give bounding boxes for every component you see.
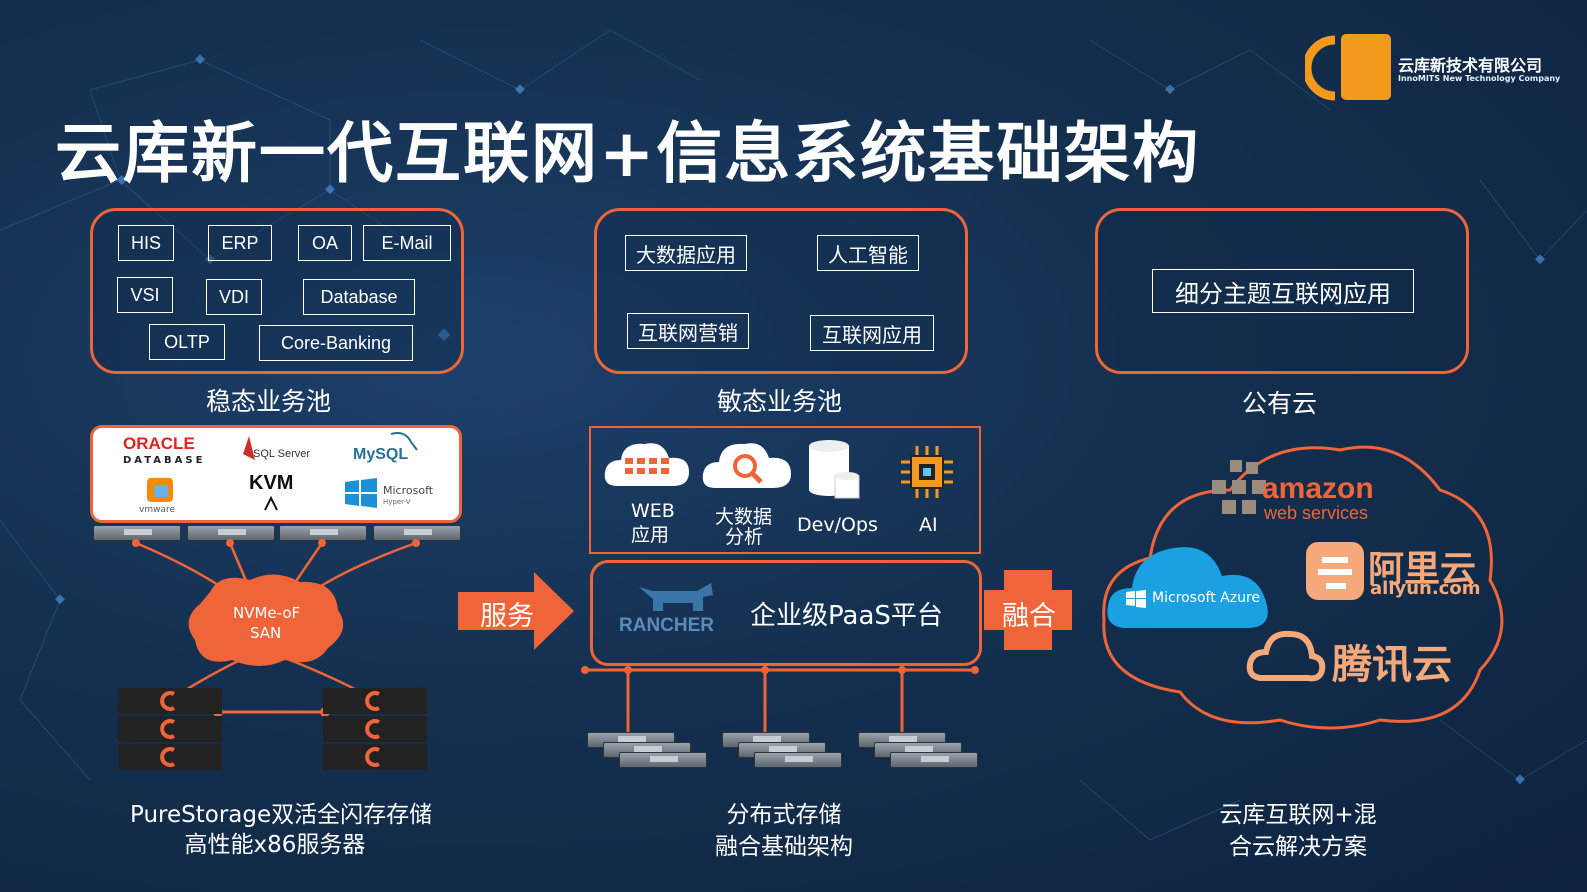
agile-bottom-line2: 融合基础架构 (715, 834, 853, 860)
tag-erp: ERP (208, 225, 272, 261)
merge-label: 融合 (1002, 601, 1056, 632)
san-cloud-shape (188, 574, 344, 666)
tencent-logo: 腾讯云 (1332, 642, 1452, 688)
sqlserver-icon (243, 436, 255, 460)
tag-oa: OA (298, 225, 352, 261)
aliyun-logo-en: aliyun.com (1370, 578, 1481, 599)
public-cloud-box: 细分主题互联网应用 (1095, 208, 1469, 374)
kvm-penguin-icon (264, 496, 278, 511)
tag-vdi: VDI (206, 279, 262, 315)
aws-cubes-icon (1212, 460, 1266, 514)
stable-bottom-line1: PureStorage双活全闪存存储 (130, 802, 433, 828)
paas-label: 企业级PaaS平台 (750, 601, 943, 631)
tag-email: E-Mail (363, 225, 451, 261)
purestorage-array-left (118, 688, 222, 770)
rancher-logo: RANCHER (619, 615, 714, 636)
hyperv-logo: Hyper-V (383, 498, 411, 506)
service-arrow (458, 572, 574, 650)
storage-server (619, 752, 707, 768)
azure-cloud-icon (1107, 547, 1268, 628)
purestorage-array-right (323, 688, 427, 770)
logo-mark-icon (1302, 34, 1391, 101)
service-arrow-label: 服务 (480, 601, 534, 632)
tag-bigdata-app: 大数据应用 (625, 235, 747, 271)
agile-pool-box: 大数据应用 人工智能 互联网营销 互联网应用 (594, 208, 968, 374)
company-logo (1302, 32, 1397, 108)
tencent-cloud-icon (1246, 630, 1326, 682)
aliyun-logo-cn: 阿里云 (1368, 549, 1477, 590)
aws-logo-line2: web services (1264, 503, 1369, 523)
san-label-line2: SAN (250, 624, 282, 642)
tag-his: HIS (118, 225, 174, 261)
tag-vsi: VSI (117, 277, 173, 313)
app-bigdata-line1: 大数据 (715, 506, 773, 528)
app-web-line1: WEB (631, 500, 675, 522)
paas-platform-box: RANCHER 企业级PaaS平台 (590, 560, 982, 666)
app-devops-label: Dev/Ops (797, 514, 878, 536)
aws-logo-line1: amazon (1262, 472, 1374, 505)
hybrid-cloud-shape (1102, 445, 1504, 730)
tag-ai: 人工智能 (817, 235, 919, 271)
app-ai-label: AI (919, 514, 938, 536)
windows-icon (345, 478, 377, 508)
kvm-logo: KVM (249, 472, 294, 494)
azure-logo: Microsoft Azure (1152, 590, 1261, 606)
vmware-logo: vmware (139, 505, 176, 515)
app-web-line2: 应用 (631, 524, 670, 546)
storage-server (890, 752, 978, 768)
tag-internet-app: 互联网应用 (810, 315, 934, 351)
san-label-line1: NVMe-oF (233, 604, 301, 622)
stable-software-box: ORACLE DATABASE SQL Server MySQL vmware … (90, 425, 462, 523)
oracle-logo: ORACLE (123, 434, 195, 453)
stable-pool-box: HIS ERP OA E-Mail VSI VDI Database OLTP … (90, 208, 464, 374)
vmware-icon (147, 478, 173, 502)
rancher-bull-icon (639, 583, 713, 611)
tag-core-banking: Core-Banking (259, 325, 413, 361)
logo-company-en: InnoMITS New Technology Company (1398, 74, 1561, 83)
microsoft-logo: Microsoft (383, 484, 434, 497)
agile-apps-box: WEB 应用 大数据 分析 Dev/Ops AI (589, 426, 981, 554)
ai-chip-icon (901, 446, 953, 498)
merge-cross (984, 570, 1072, 650)
tag-oltp: OLTP (149, 324, 225, 360)
web-cloud-icon (604, 443, 689, 486)
cloud-bottom-line2: 合云解决方案 (1229, 834, 1367, 860)
dolphin-icon (390, 432, 418, 451)
page-title: 云库新一代互联网+信息系统基础架构 (55, 115, 1201, 192)
cloud-bottom-line1: 云库互联网+混 (1219, 802, 1377, 828)
oracle-database-text: DATABASE (123, 455, 206, 466)
agile-bottom-line1: 分布式存储 (726, 802, 842, 828)
agile-pool-caption: 敏态业务池 (717, 387, 843, 416)
bigdata-cloud-icon (702, 443, 791, 488)
storage-server (754, 752, 842, 768)
mysql-logo: MySQL (353, 446, 409, 463)
tag-database: Database (303, 279, 415, 315)
aliyun-icon (1306, 542, 1364, 600)
stable-pool-caption: 稳态业务池 (206, 387, 332, 416)
windows-icon (1126, 590, 1146, 608)
sqlserver-logo: SQL Server (253, 448, 311, 460)
app-bigdata-line2: 分析 (725, 526, 764, 548)
tag-internet-marketing: 互联网营销 (627, 313, 749, 349)
logo-company-cn: 云库新技术有限公司 (1398, 56, 1543, 75)
public-cloud-caption: 公有云 (1242, 389, 1318, 418)
stable-bottom-line2: 高性能x86服务器 (184, 832, 366, 858)
tag-topic-internet-app: 细分主题互联网应用 (1152, 269, 1414, 313)
devops-database-icon (809, 440, 860, 499)
